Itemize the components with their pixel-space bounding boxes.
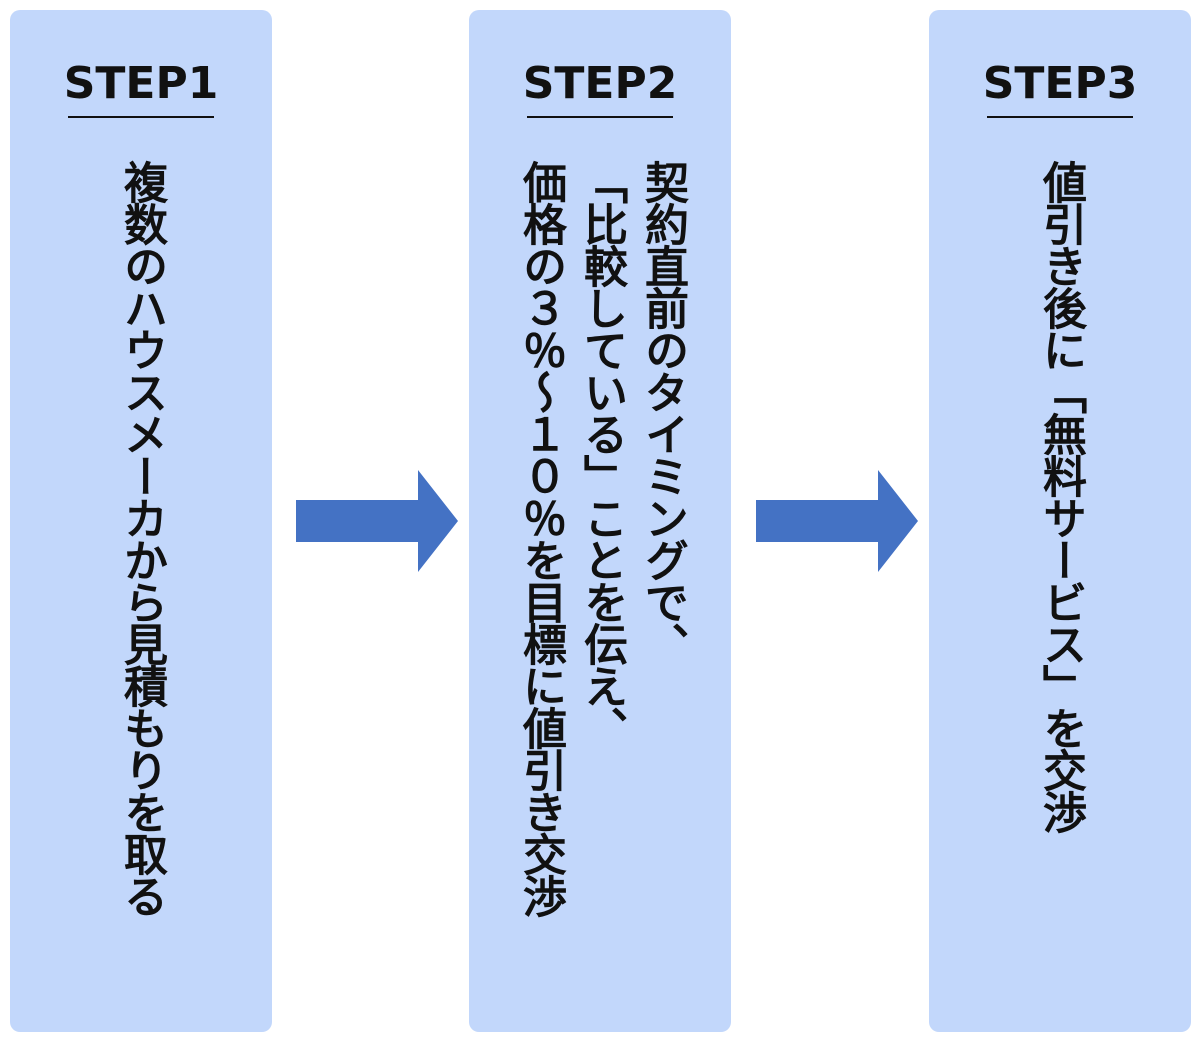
right-arrow-icon	[296, 470, 458, 572]
step3-title: STEP3	[982, 58, 1138, 109]
step2-text-line1: 契約直前のタイミングで、	[637, 160, 688, 664]
step1-divider	[68, 116, 214, 118]
step1-text: 複数のハウスメーカから見積もりを取る	[116, 160, 167, 916]
arrow-shape	[756, 470, 918, 572]
step3-box: STEP3 値引き後に「無料サービス」を交渉	[929, 10, 1191, 1032]
step2-text-line2: 「比較している」ことを伝え、	[576, 160, 627, 748]
step2-text-line3: 価格の３％～１０％を目標に値引き交渉	[515, 160, 566, 916]
step2-title: STEP2	[522, 58, 678, 109]
step2-divider	[527, 116, 673, 118]
right-arrow-icon	[756, 470, 918, 572]
step2-box: STEP2 契約直前のタイミングで、 「比較している」ことを伝え、 価格の３％～…	[469, 10, 731, 1032]
step3-divider	[987, 116, 1133, 118]
step3-text: 値引き後に「無料サービス」を交渉	[1035, 160, 1086, 832]
step1-title: STEP1	[63, 58, 219, 109]
step1-box: STEP1 複数のハウスメーカから見積もりを取る	[10, 10, 272, 1032]
arrow-shape	[296, 470, 458, 572]
